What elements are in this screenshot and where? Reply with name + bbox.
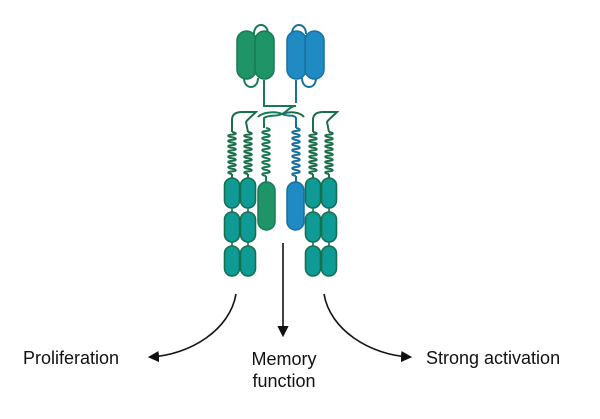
green-head-loop-bottom <box>243 77 259 88</box>
blue-head-domain <box>286 24 325 88</box>
blue-crossover-right <box>281 113 297 128</box>
blue-head-helix-right <box>304 30 325 80</box>
green-intracellular-domain <box>257 181 276 231</box>
teal-stack-outer-right-a-domain-1 <box>304 177 322 209</box>
teal-stack-outer-left-a-domain-1 <box>223 177 241 209</box>
teal-stack-outer-left-a-domain-3 <box>223 245 241 277</box>
blue-head-helix-left <box>286 30 307 80</box>
arrow-to-strong-activation <box>323 293 413 363</box>
coil-outer-right-2 <box>324 131 334 175</box>
teal-stacks-group <box>223 177 338 277</box>
green-crossover-branch <box>257 111 283 118</box>
green-crossover-left <box>263 105 297 128</box>
stem-crossover <box>257 80 305 128</box>
teal-stack-outer-right-a-domain-3 <box>304 245 322 277</box>
teal-stack-outer-left-b-domain-2 <box>239 211 257 243</box>
coil-center-green <box>261 127 271 177</box>
coils-group <box>227 127 334 182</box>
green-head-helix-left <box>236 30 257 80</box>
arrow-to-proliferation <box>147 293 237 363</box>
right-hook-linker <box>312 111 340 133</box>
teal-stack-outer-right-b-domain-1 <box>320 177 338 209</box>
teal-stack-outer-right-b-domain-3 <box>320 245 338 277</box>
coil-center-blue <box>291 127 301 177</box>
green-crossover-branch-right <box>281 111 305 118</box>
green-stem <box>263 80 296 107</box>
teal-stack-outer-left-b-domain-1 <box>239 177 257 209</box>
blue-intracellular-domain <box>286 181 305 231</box>
coil-outer-right-1 <box>308 131 318 175</box>
left-hook-linker <box>231 111 259 133</box>
outcome-label-proliferation: Proliferation <box>23 348 120 368</box>
green-head-helix-right <box>254 30 275 80</box>
green-head-domain <box>236 24 275 88</box>
teal-stack-outer-left-a-domain-2 <box>223 211 241 243</box>
coil-outer-left-1 <box>227 131 237 175</box>
teal-stack-outer-right-b-domain-2 <box>320 211 338 243</box>
blue-head-loop-bottom <box>301 77 317 88</box>
teal-stack-outer-left-b-domain-3 <box>239 245 257 277</box>
coil-outer-left-2 <box>243 131 253 175</box>
outcome-label-memory-function: Memory function <box>251 349 317 391</box>
outcome-label-strong-activation: Strong activation <box>426 348 561 368</box>
teal-stack-outer-right-a-domain-2 <box>304 211 322 243</box>
